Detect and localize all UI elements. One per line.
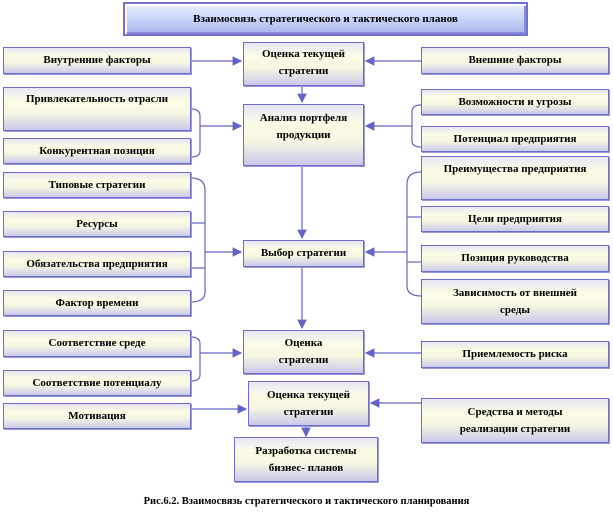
current-strategy-eval-box-2: Оценка текущей стратегии [248, 381, 369, 426]
right-factor-box: Зависимость от внешней среды [421, 279, 609, 324]
left-factor-box: Соответствие среде [3, 330, 191, 357]
left-factor-box: Обязательства предприятия [3, 251, 191, 277]
diagram-title: Взаимосвязь стратегического и тактическо… [123, 2, 528, 36]
right-factor-box: Преимущества предприятия [421, 156, 609, 200]
portfolio-analysis-box: Анализ портфеля продукции [243, 104, 364, 166]
current-strategy-eval-box: Оценка текущей стратегии [243, 42, 364, 86]
left-factor-box: Конкурентная позиция [3, 138, 191, 164]
strategy-choice-box: Выбор стратегии [243, 240, 364, 267]
business-plans-box: Разработка системы бизнес- планов [234, 437, 378, 482]
right-factor-box: Средства и методы реализации стратегии [421, 398, 609, 443]
left-factor-box: Внутренние факторы [3, 47, 191, 74]
left-factor-box: Фактор времени [3, 290, 191, 316]
strategy-eval-box: Оценка стратегии [243, 330, 364, 374]
right-factor-box: Цели предприятия [421, 206, 609, 232]
left-factor-box: Ресурсы [3, 211, 191, 237]
right-factor-box: Потенциал предприятия [421, 126, 609, 152]
right-factor-box: Позиция руководства [421, 245, 609, 272]
right-factor-box: Внешние факторы [421, 47, 609, 74]
left-factor-box: Соответствие потенциалу [3, 370, 191, 396]
left-factor-box: Мотивация [3, 403, 191, 429]
left-factor-box: Типовые стратегии [3, 172, 191, 198]
right-factor-box: Возможности и угрозы [421, 89, 609, 115]
left-factor-box: Привлекательность отрасли [3, 87, 191, 131]
figure-caption: Рис.6.2. Взаимосвязь стратегического и т… [143, 496, 470, 507]
right-factor-box: Приемлемость риска [421, 341, 609, 368]
